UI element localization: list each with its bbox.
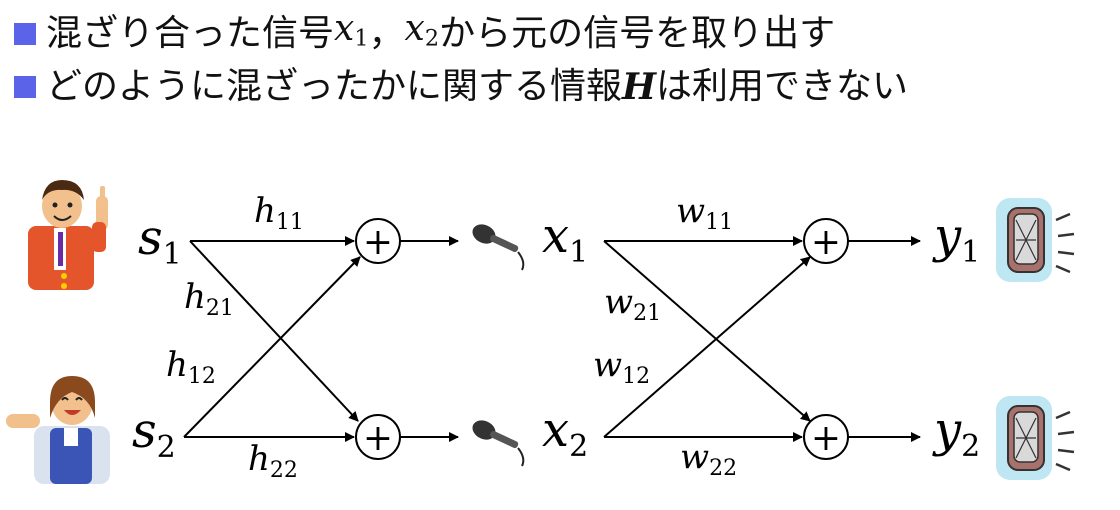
- edge-w12: [603, 256, 811, 438]
- bullet-square-icon: [14, 22, 36, 45]
- man-speaker-icon: [28, 180, 108, 290]
- bullet-line-1: 混ざり合った信号 x1 ， x2 から元の信号を取り出す: [14, 6, 835, 62]
- edge-h21: [189, 240, 359, 422]
- woman-speaker-icon: [6, 376, 110, 484]
- loudspeaker-icon: [996, 396, 1075, 480]
- math-x1: x1: [334, 8, 369, 52]
- source-label-s2: s2: [132, 403, 176, 465]
- edge-h12: [183, 256, 361, 438]
- bullet-square-icon: [14, 76, 36, 98]
- sum-symbol: +: [811, 222, 841, 263]
- loudspeaker-icon: [996, 198, 1075, 282]
- edge-w21: [603, 240, 811, 422]
- microphone-icon: [472, 420, 525, 467]
- bullet-line-2: どのように混ざったかに関する情報 H は利用できない: [14, 64, 908, 110]
- math-H: H: [622, 66, 657, 108]
- math-x2: x2: [404, 8, 440, 52]
- bullet-1-text-b: から元の信号を取り出す: [439, 12, 836, 54]
- weight-label-h22: h22: [248, 439, 298, 483]
- weight-label-w11: w11: [676, 191, 733, 235]
- bullet-1-text-a: 混ざり合った信号: [46, 12, 335, 54]
- mixed-label-x2: x2: [542, 402, 588, 464]
- output-label-y1: y1: [932, 208, 980, 270]
- weight-label-h21: h21: [184, 277, 234, 321]
- weight-label-h12: h12: [166, 345, 216, 389]
- source-label-s1: s1: [138, 210, 182, 272]
- output-label-y2: y2: [932, 402, 980, 464]
- sum-symbol: +: [363, 222, 393, 263]
- weight-label-h11: h11: [254, 191, 304, 235]
- bullet-2-text-a: どのように混ざったかに関する情報: [46, 66, 623, 107]
- weight-label-w21: w21: [604, 282, 661, 326]
- bullet-1-separator: ，: [368, 12, 405, 54]
- weight-label-w22: w22: [680, 437, 737, 481]
- microphone-icon: [472, 224, 525, 271]
- weight-label-w12: w12: [593, 345, 650, 389]
- bullet-2-text-b: は利用できない: [656, 66, 909, 107]
- sum-symbol: +: [811, 418, 841, 459]
- sum-symbol: +: [363, 418, 393, 459]
- mixed-label-x1: x1: [542, 208, 588, 270]
